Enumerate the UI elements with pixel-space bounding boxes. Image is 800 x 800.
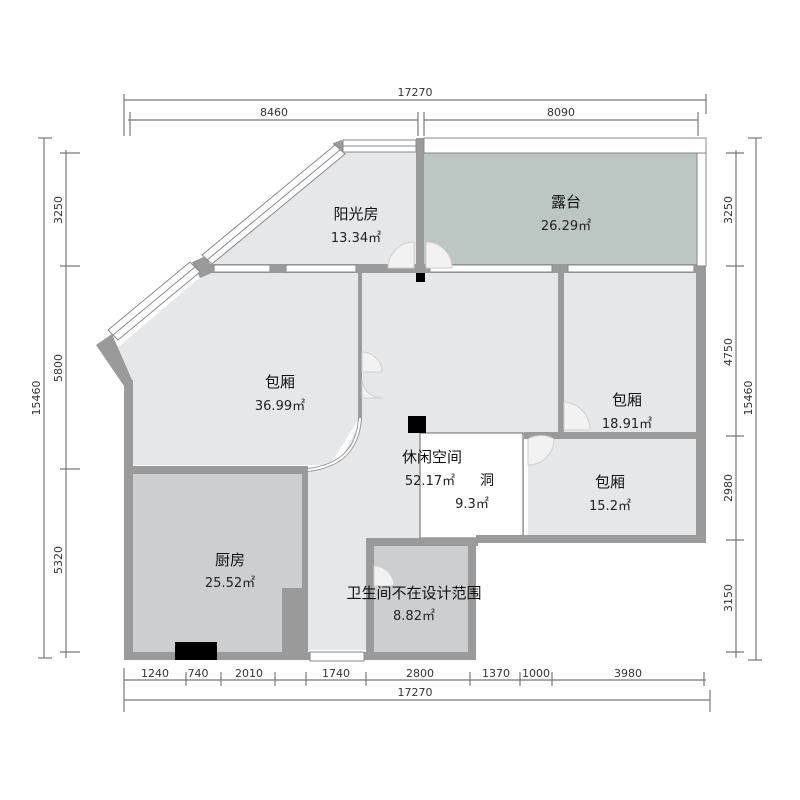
- window-sunroom-bottom-2: [285, 264, 357, 273]
- dim-left-seg-1: 5800: [52, 354, 65, 382]
- private-room-large-area: 36.99㎡: [255, 399, 305, 414]
- dim-right-seg-3: 3150: [722, 584, 735, 612]
- windows: [107, 137, 707, 662]
- bathroom-area: 8.82㎡: [393, 609, 435, 624]
- lounge-name: 休闲空间: [402, 448, 462, 466]
- dim-bottom-seg-7: 3980: [614, 667, 642, 680]
- window-terrace-bottom-2: [567, 264, 695, 273]
- dim-right-seg-2: 2980: [722, 474, 735, 502]
- doors: [361, 241, 591, 587]
- terrace-area: 26.29㎡: [541, 219, 591, 234]
- door-terrace: [425, 241, 453, 269]
- door-private-mid: [563, 401, 591, 431]
- dim-left-seg-0: 3250: [52, 196, 65, 224]
- dim-top-total: 17270: [398, 86, 433, 99]
- dim-left-total: 15460: [30, 381, 43, 416]
- door-private-small: [527, 435, 555, 466]
- dim-top-seg-1: 8090: [547, 106, 575, 119]
- dim-bottom-seg-4: 2800: [406, 667, 434, 680]
- kitchen-area: 25.52㎡: [205, 576, 255, 591]
- private-room-mid-name: 包厢: [612, 391, 642, 409]
- dim-top-seg-0: 8460: [260, 106, 288, 119]
- private-room-small-floor: [528, 439, 696, 535]
- dim-bottom-seg-6: 1000: [522, 667, 550, 680]
- door-private-large-1: [361, 351, 383, 373]
- dim-left-seg-2: 5320: [52, 546, 65, 574]
- dim-bottom-seg-5: 1370: [482, 667, 510, 680]
- sunroom-floor: [206, 150, 418, 270]
- private-room-mid-area: 18.91㎡: [602, 417, 652, 432]
- private-room-small-name: 包厢: [595, 473, 625, 491]
- floors: [115, 150, 698, 653]
- dim-bottom-seg-0: 1240: [141, 667, 169, 680]
- dim-right-seg-1: 4750: [722, 338, 735, 366]
- opening-name: 洞: [480, 473, 494, 489]
- dim-right-total: 15460: [742, 381, 755, 416]
- column-center: [408, 416, 426, 433]
- window-bottom-lounge: [309, 651, 365, 662]
- opening-area: 9.3㎡: [455, 497, 489, 512]
- door-bathroom: [373, 565, 395, 587]
- dim-right-seg-0: 3250: [722, 196, 735, 224]
- bathroom-name: 卫生间不在设计范围: [346, 584, 481, 602]
- dim-bottom-seg-1: 740: [188, 667, 209, 680]
- door-private-large-2: [361, 377, 383, 399]
- dim-bottom-seg-3: 1740: [322, 667, 350, 680]
- private-room-large-name: 包厢: [265, 373, 295, 391]
- kitchen-floor: [132, 473, 304, 653]
- door-sunroom: [387, 241, 415, 269]
- kitchen-counter-block: [175, 642, 217, 660]
- private-room-mid-floor: [564, 272, 696, 432]
- terrace-floor: [424, 153, 698, 266]
- bathroom-floor: [374, 546, 468, 652]
- terrace-name: 露台: [551, 193, 581, 211]
- room-labels: 阳光房 13.34㎡ 露台 26.29㎡ 包厢 36.99㎡ 包厢 18.91㎡…: [205, 193, 652, 624]
- lounge-area: 52.17㎡: [405, 474, 455, 489]
- sunroom-name: 阳光房: [333, 205, 378, 223]
- private-room-small-area: 15.2㎡: [589, 499, 631, 514]
- terrace-rail-right: [696, 152, 707, 267]
- dimension-lines: [38, 94, 762, 712]
- column-top: [416, 273, 425, 282]
- opening-void: [419, 432, 524, 539]
- sunroom-area: 13.34㎡: [331, 231, 381, 246]
- private-room-large-floor: [115, 272, 358, 465]
- terrace-rail-top: [423, 137, 707, 154]
- dim-bottom-total: 17270: [398, 686, 433, 699]
- dim-bottom-seg-2: 2010: [235, 667, 263, 680]
- dimension-labels: 17270 8460 8090 1240 740 2010 1740 2800 …: [30, 86, 755, 699]
- window-sunroom-bottom-1: [213, 264, 271, 273]
- kitchen-name: 厨房: [215, 551, 245, 569]
